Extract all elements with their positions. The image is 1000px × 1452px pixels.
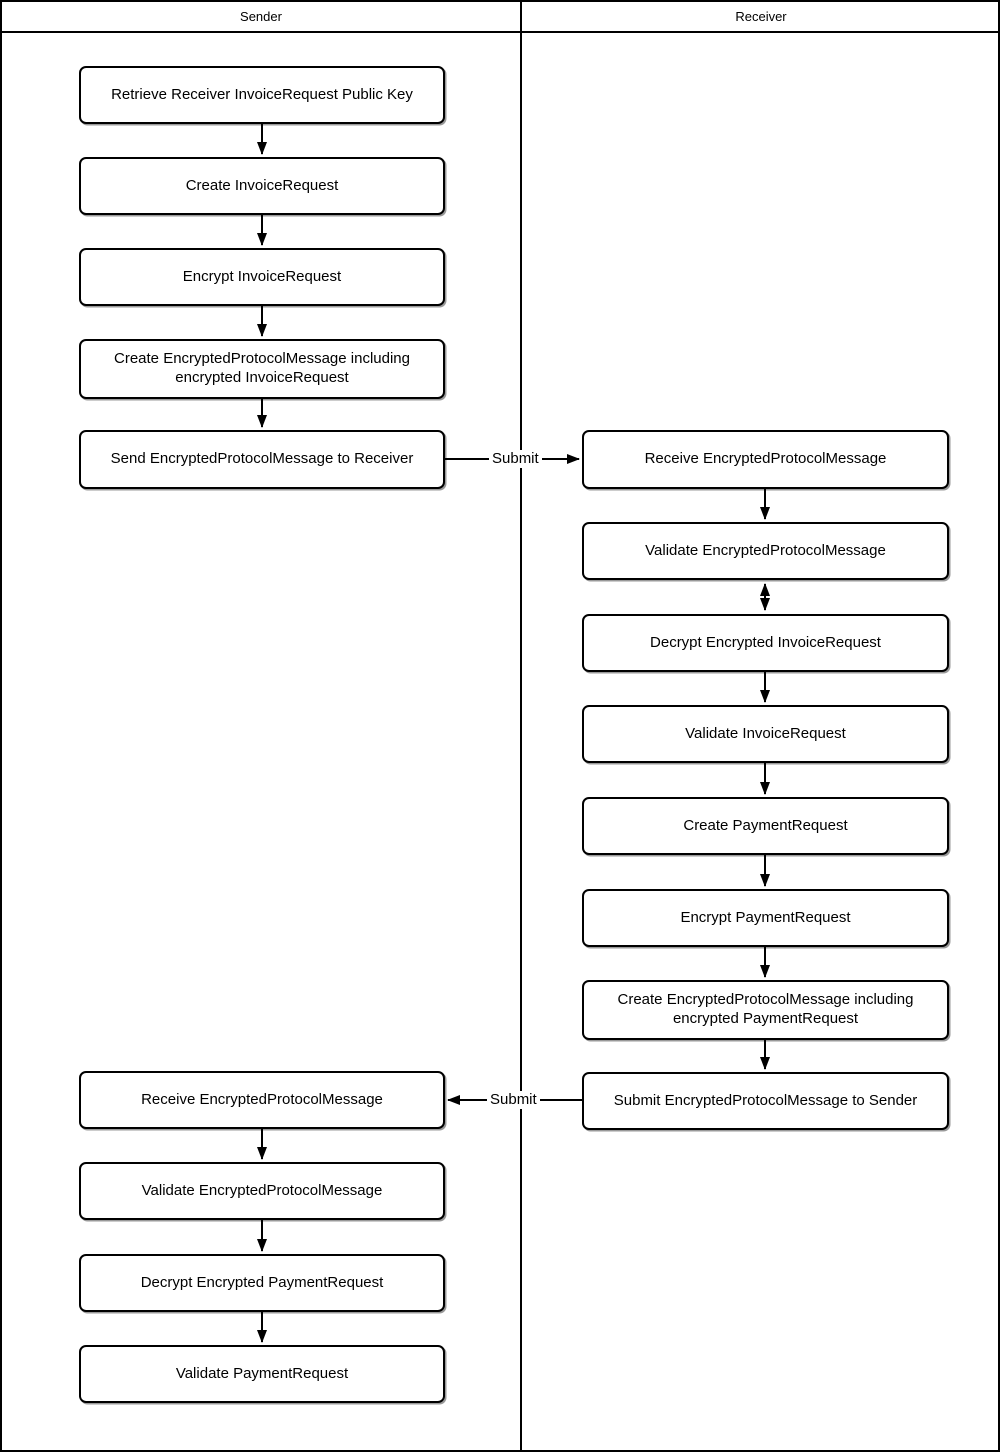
- node-create-paymentrequest: Create PaymentRequest: [582, 797, 949, 855]
- node-decrypt-encrypted-paymentrequest: Decrypt Encrypted PaymentRequest: [79, 1254, 445, 1312]
- node-create-invoicerequest: Create InvoiceRequest: [79, 157, 445, 215]
- node-submit-encryptedprotocolmessage-to-sender: Submit EncryptedProtocolMessage to Sende…: [582, 1072, 949, 1130]
- edge-label-submit-left: Submit: [487, 1091, 540, 1109]
- node-send-encryptedprotocolmessage-to-receiver: Send EncryptedProtocolMessage to Receive…: [79, 430, 445, 489]
- node-receive-encryptedprotocolmessage-sender: Receive EncryptedProtocolMessage: [79, 1071, 445, 1129]
- node-validate-paymentrequest: Validate PaymentRequest: [79, 1345, 445, 1403]
- node-validate-invoicerequest: Validate InvoiceRequest: [582, 705, 949, 763]
- lane-header-row: Sender Receiver: [2, 2, 998, 33]
- edge-label-submit-right: Submit: [489, 450, 542, 468]
- lane-title-sender: Sender: [240, 9, 282, 24]
- node-validate-encryptedprotocolmessage-sender: Validate EncryptedProtocolMessage: [79, 1162, 445, 1220]
- node-create-encryptedprotocolmessage-paymentrequest: Create EncryptedProtocolMessage includin…: [582, 980, 949, 1040]
- node-encrypt-paymentrequest: Encrypt PaymentRequest: [582, 889, 949, 947]
- node-encrypt-invoicerequest: Encrypt InvoiceRequest: [79, 248, 445, 306]
- lane-divider: [520, 2, 522, 1450]
- node-validate-encryptedprotocolmessage: Validate EncryptedProtocolMessage: [582, 522, 949, 580]
- lane-title-receiver: Receiver: [735, 9, 787, 24]
- node-decrypt-encrypted-invoicerequest: Decrypt Encrypted InvoiceRequest: [582, 614, 949, 672]
- node-create-encryptedprotocolmessage-invoicerequest: Create EncryptedProtocolMessage includin…: [79, 339, 445, 399]
- node-receive-encryptedprotocolmessage: Receive EncryptedProtocolMessage: [582, 430, 949, 489]
- node-retrieve-invoicerequest-public-key: Retrieve Receiver InvoiceRequest Public …: [79, 66, 445, 124]
